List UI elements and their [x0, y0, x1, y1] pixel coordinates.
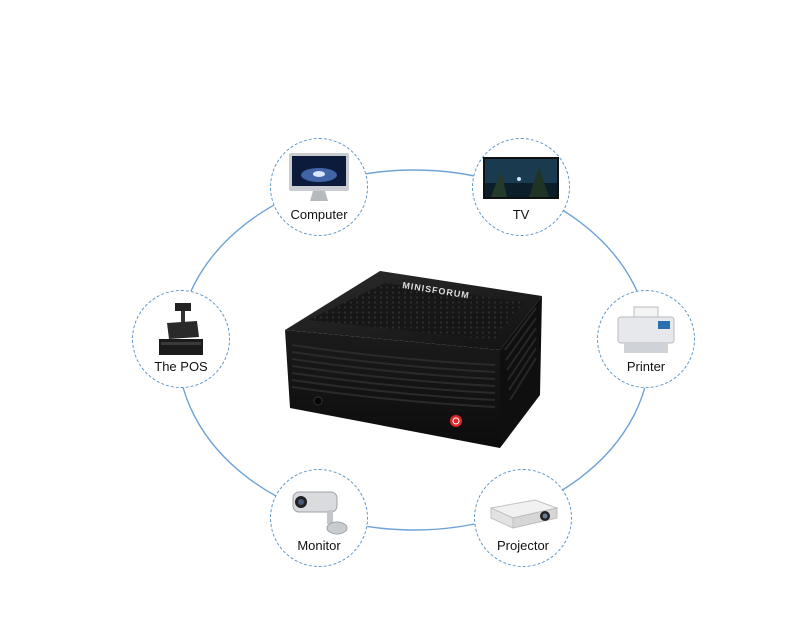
device-node-pos: The POS	[132, 290, 230, 388]
device-node-tv: TV	[472, 138, 570, 236]
device-label-printer: Printer	[626, 359, 666, 374]
device-label-pos: The POS	[154, 359, 208, 374]
printer-icon	[617, 306, 675, 353]
device-node-printer: Printer	[597, 290, 695, 388]
device-label-computer: Computer	[290, 207, 348, 222]
device-node-monitor: Monitor	[270, 469, 368, 567]
imac-icon	[289, 153, 349, 201]
audio-jack	[313, 396, 323, 406]
device-label-tv: TV	[512, 207, 530, 222]
mini-pc: MINISFORUM	[285, 271, 542, 448]
device-node-computer: Computer	[270, 138, 368, 236]
device-label-projector: Projector	[496, 538, 550, 553]
security-camera-icon	[292, 491, 348, 535]
power-button	[450, 415, 462, 427]
pos-terminal-icon	[159, 303, 203, 355]
device-node-projector: Projector	[474, 469, 572, 567]
tv-icon	[483, 157, 559, 199]
projector-icon	[489, 499, 559, 529]
device-label-monitor: Monitor	[297, 538, 341, 553]
